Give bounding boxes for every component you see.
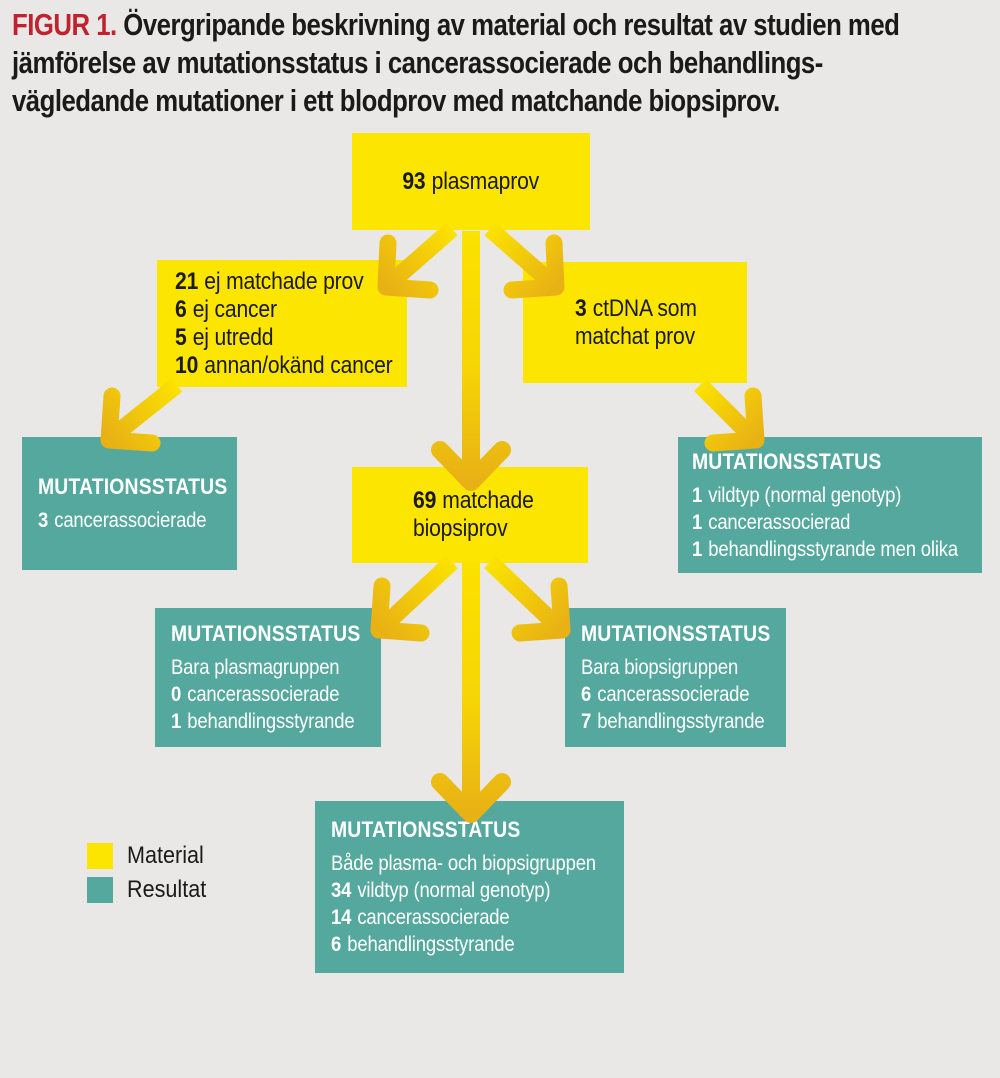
figure-title: FIGUR 1.Övergripande beskrivning av mate… [12, 6, 900, 120]
result-label: cancerassocierade [54, 509, 207, 532]
result-value: 3 [38, 509, 49, 532]
figure-title-line3: vägledande mutationer i ett blodprov med… [12, 83, 780, 118]
arrow-plasma-to-matched [431, 231, 511, 491]
arrow-matched-to-result-biopsy [484, 555, 571, 642]
result-value: 6 [331, 933, 342, 956]
legend-label-resultat: Resultat [127, 876, 207, 903]
node-label: ej utredd [192, 323, 274, 351]
result-value: 7 [581, 710, 592, 733]
result-heading: MUTATIONSSTATUS [38, 474, 228, 499]
result-heading: MUTATIONSSTATUS [692, 448, 882, 474]
result-label: cancerassocierad [708, 510, 851, 534]
node-value: 5 [175, 323, 187, 351]
result-line: Både plasma- och biopsigruppen [331, 850, 596, 877]
arrow-matched-to-result-plasma [370, 555, 458, 642]
result-value: 1 [692, 510, 703, 534]
node-value: 10 [175, 351, 199, 379]
figure-title-line2: jämförelse av mutationsstatus i canceras… [12, 45, 823, 80]
result-label: behandlingsstyrande [597, 710, 765, 733]
node-label: matchat prov [575, 322, 695, 350]
legend-label-material: Material [127, 842, 204, 869]
material-swatch-icon [87, 843, 113, 869]
result-heading: MUTATIONSSTATUS [331, 817, 521, 842]
legend-item-resultat: Resultat [87, 876, 215, 904]
arrow-matched-to-result-both [431, 563, 511, 823]
result-value: 6 [581, 683, 592, 706]
result-both-groups-mutationstatus: MUTATIONSSTATUS Både plasma- och biopsig… [315, 801, 624, 973]
figure-label: FIGUR 1. [12, 7, 117, 42]
result-label: Både plasma- och biopsigruppen [331, 852, 596, 875]
result-label: cancerassocierade [357, 906, 510, 929]
node-line: biopsiprov [413, 515, 567, 543]
node-label: biopsiprov [413, 515, 508, 542]
result-value: 1 [692, 537, 703, 561]
result-label: cancerassocierade [187, 683, 340, 706]
node-value: 3 [575, 294, 587, 322]
figure-title-text1: Övergripande beskrivning av material och… [123, 7, 900, 42]
node-label: annan/okänd cancer [204, 351, 393, 379]
result-label: cancerassocierade [597, 683, 750, 706]
resultat-swatch-icon [87, 877, 113, 903]
result-value: 0 [171, 683, 182, 706]
result-value: 1 [692, 483, 703, 507]
result-label: vildtyp (normal genotyp) [357, 879, 551, 902]
result-value: 34 [331, 879, 352, 902]
result-label: behandlingsstyrande men olika [708, 537, 958, 561]
result-line: Bara biopsigruppen [581, 654, 761, 681]
result-heading: MUTATIONSSTATUS [581, 621, 771, 646]
node-line: matchat prov [575, 323, 726, 351]
result-label: vildtyp (normal genotyp) [708, 483, 902, 507]
figure-title-line1: FIGUR 1.Övergripande beskrivning av mate… [12, 6, 900, 44]
result-value: 1 [171, 710, 182, 733]
node-value: 21 [175, 267, 199, 295]
result-label: behandlingsstyrande [347, 933, 515, 956]
result-line: Bara plasmagruppen [171, 654, 356, 681]
legend-item-material: Material [87, 842, 212, 870]
result-label: Bara plasmagruppen [171, 656, 340, 679]
result-heading: MUTATIONSSTATUS [171, 621, 361, 646]
result-label: behandlingsstyrande [187, 710, 355, 733]
node-label: matchade [442, 487, 534, 514]
node-label: plasmaprov [431, 167, 540, 195]
node-label: ctDNA som [592, 294, 697, 322]
arrow-ctdna-to-result-right [693, 378, 765, 452]
node-value: 6 [175, 295, 187, 323]
node-label: ej cancer [192, 295, 277, 323]
arrow-excluded-to-result-left [100, 378, 183, 452]
result-label: Bara biopsigruppen [581, 656, 739, 679]
node-value: 69 [413, 487, 437, 514]
result-value: 14 [331, 906, 352, 929]
node-value: 93 [402, 167, 426, 195]
node-label: ej matchade prov [204, 267, 364, 295]
